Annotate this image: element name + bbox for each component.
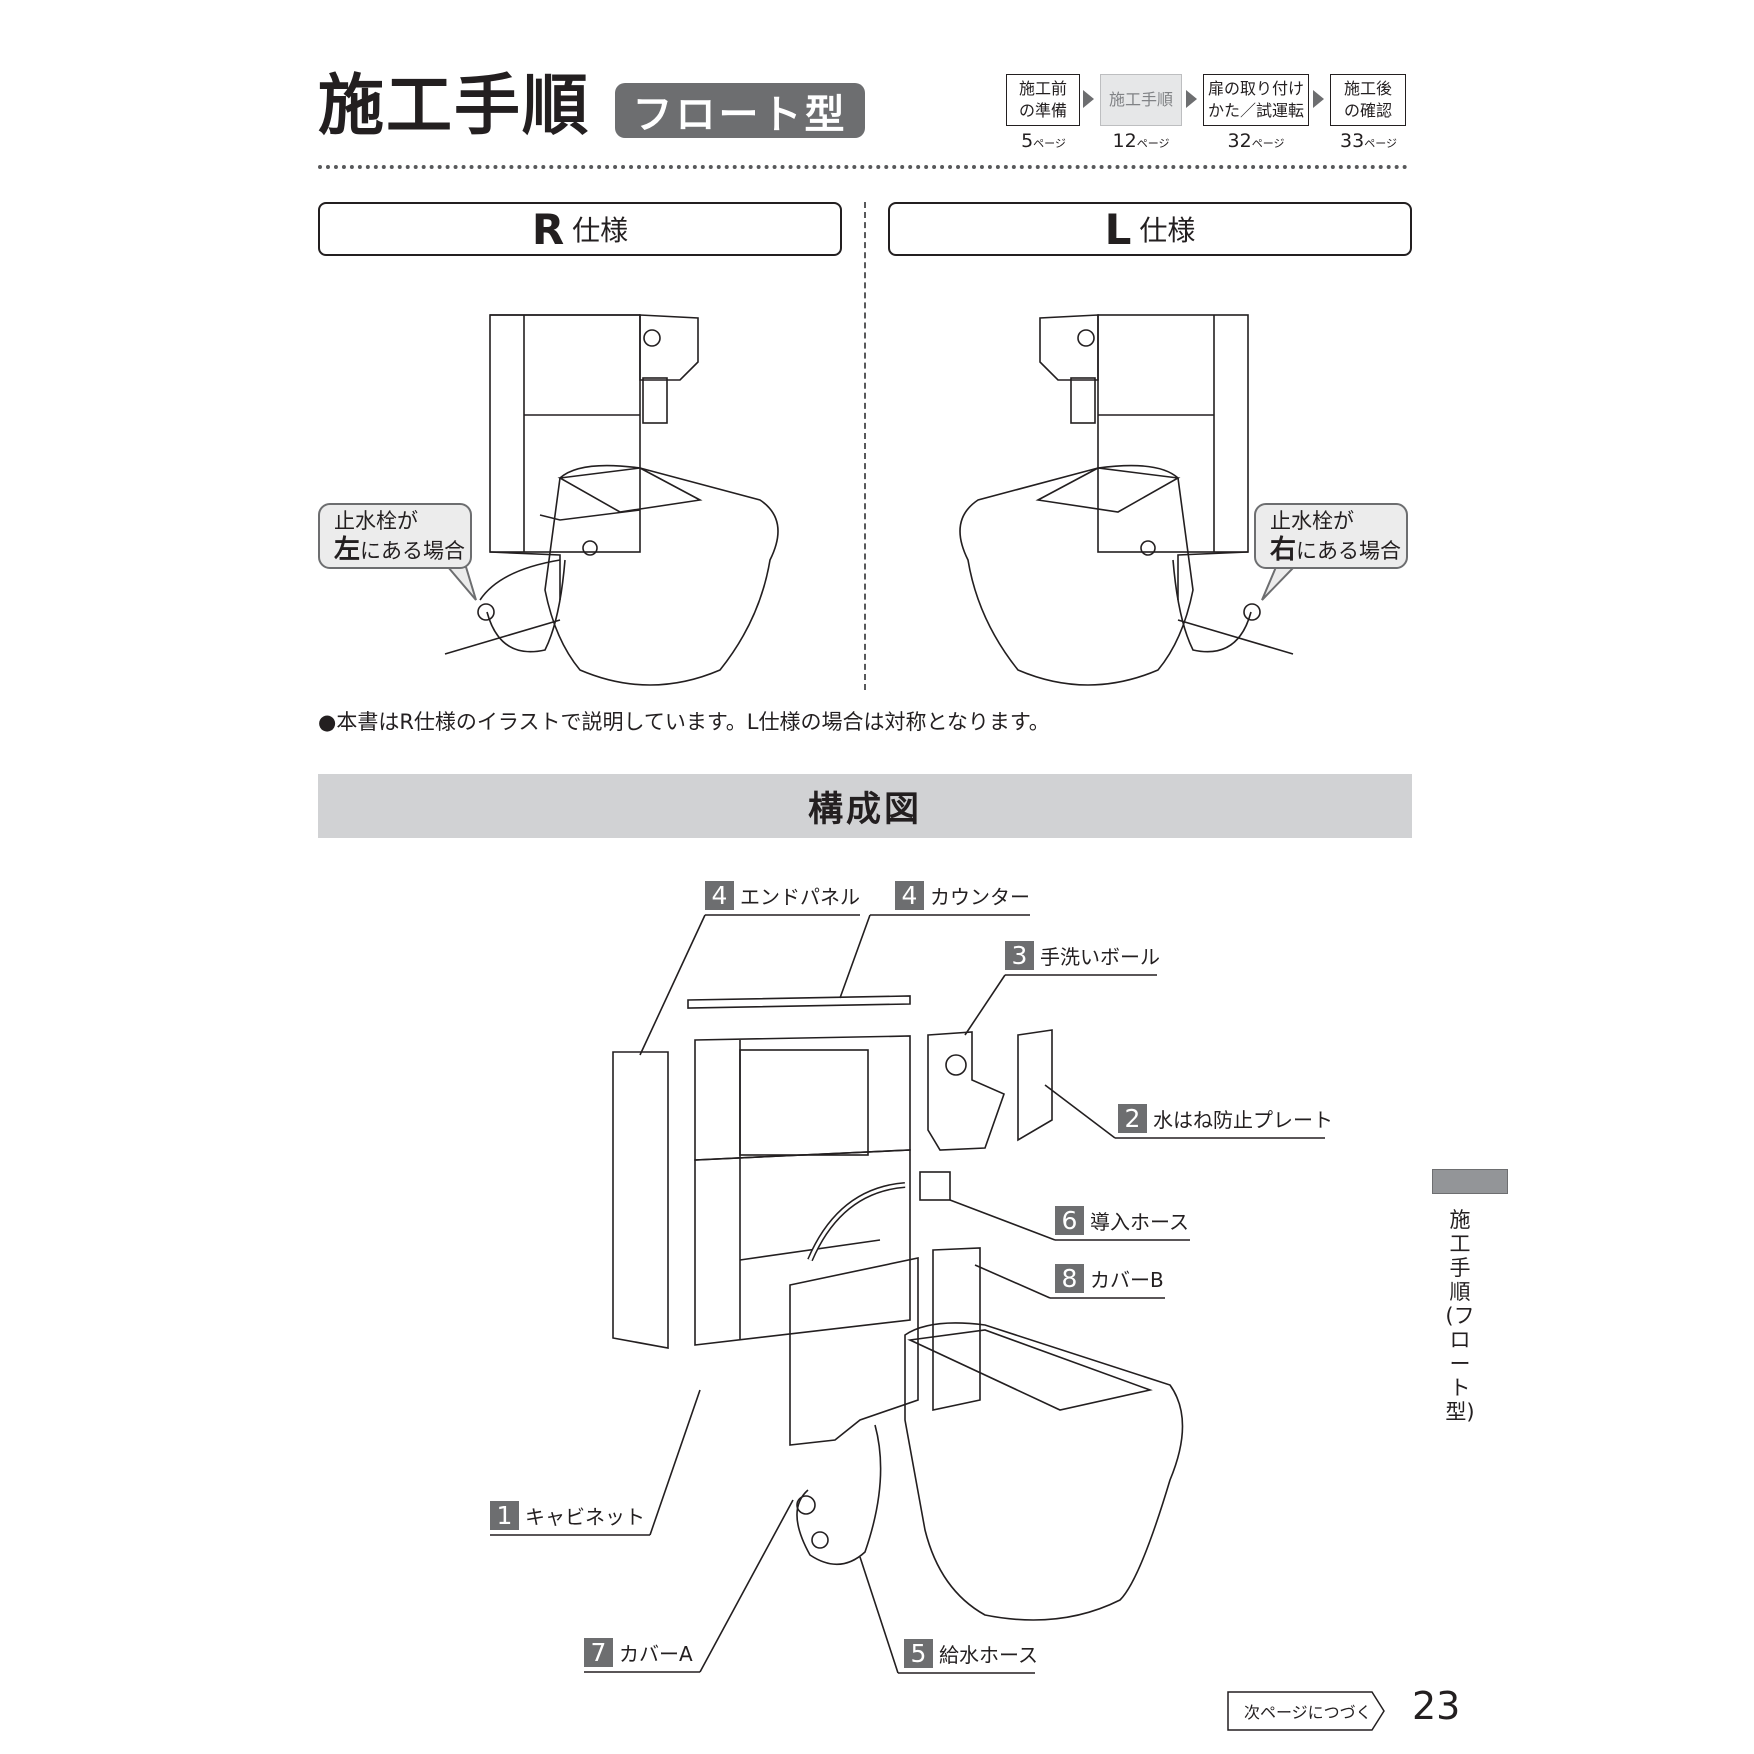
r-callout-tail [445,566,477,601]
step-page-ref: 5ページ [1021,130,1066,152]
next-page-link[interactable]: 次ページにつづく [1244,1703,1372,1722]
step-door[interactable]: 扉の取り付け かた／試運転 [1203,74,1309,126]
step-page-ref: 33ページ [1340,130,1397,152]
section-title: 構成図 [318,774,1412,838]
l-spec-illustration [959,314,1294,686]
assembly-diagram [490,914,1325,1674]
step-page-ref: 12ページ [1112,130,1170,152]
spec-note: ●本書はR仕様のイラストで説明しています。L仕様の場合は対称となります。 [318,710,1050,734]
side-tab-marker [1432,1169,1508,1194]
page-number: 23 [1412,1684,1461,1728]
page-title: 施工手順 [318,67,590,144]
type-badge: フロート型 [615,83,865,138]
step-arrow-icon [1313,90,1324,108]
step-after[interactable]: 施工後 の確認 [1330,74,1406,126]
step-current[interactable]: 施工手順 [1100,74,1182,126]
step-arrow-icon [1186,90,1197,108]
step-page-ref: 32ページ [1227,130,1285,152]
r-spec-illustration [444,314,779,686]
header-divider [318,165,1408,169]
spec-divider [864,202,866,690]
l-spec-callout: 止水栓が 右にある場合 [1254,503,1408,569]
step-prep[interactable]: 施工前 の準備 [1006,74,1080,126]
next-page-box [1227,1691,1385,1731]
r-spec-callout: 止水栓が 左にある場合 [318,503,472,569]
l-callout-tail [1261,566,1297,601]
side-tab-label: 施工手順(フロート型) [1445,1208,1475,1424]
step-arrow-icon [1083,90,1094,108]
